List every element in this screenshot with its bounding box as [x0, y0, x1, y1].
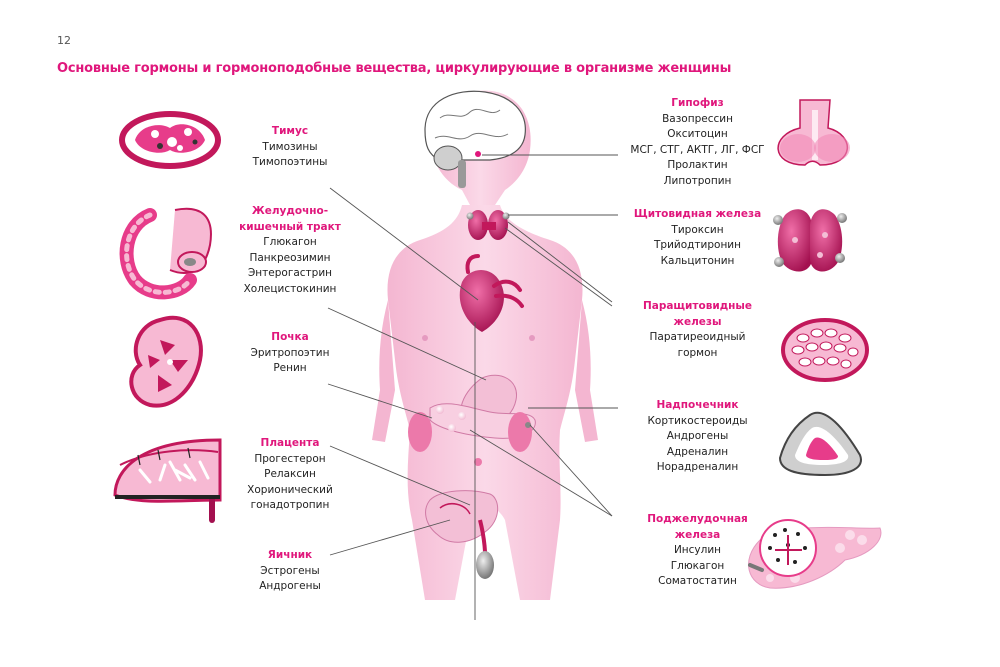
hormone-item: Прогестерон — [254, 452, 326, 465]
hormone-item: Релаксин — [264, 468, 316, 480]
hormone-item: Глюкагон — [263, 236, 317, 248]
gi-tract-title-line1: Желудочно- — [251, 205, 329, 217]
label-gi-tract: Желудочно- кишечный тракт Глюкагон Панкр… — [225, 204, 355, 297]
page-number: 12 — [57, 34, 71, 47]
label-adrenal: Надпочечник Кортикостероиды Андрогены Ад… — [615, 398, 780, 476]
hormone-item: Окситоцин — [667, 128, 728, 140]
label-pituitary: Гипофиз Вазопрессин Окситоцин МСГ, СТГ, … — [615, 96, 780, 189]
ovary-title: Яичник — [267, 549, 313, 561]
pituitary-title: Гипофиз — [671, 97, 724, 109]
hormone-item: Соматостатин — [658, 575, 737, 587]
hormone-item: Кортикостероиды — [647, 414, 748, 427]
hormone-item: Андрогены — [259, 580, 321, 592]
hormone-item: Эстрогены — [260, 564, 320, 577]
hormone-item: Пролактин — [667, 159, 728, 171]
adrenal-title: Надпочечник — [656, 399, 739, 411]
hormone-item: Глюкагон — [670, 559, 725, 572]
body-thyroid — [466, 210, 510, 240]
label-placenta: Плацента Прогестерон Релаксин Хорионичес… — [225, 436, 355, 514]
placenta-title: Плацента — [260, 437, 320, 449]
thyroid-icon — [773, 209, 847, 272]
hormone-item: Трийодтиронин — [654, 239, 741, 251]
label-parathyroid: Паращитовидные железы Паратиреоидный гор… — [615, 299, 780, 361]
label-thymus: Тимус Тимозины Тимопоэтины — [225, 124, 355, 171]
thymus-icon — [119, 111, 221, 169]
hormone-item: Кальцитонин — [660, 254, 735, 267]
hormone-item: Андрогены — [666, 430, 729, 442]
hormone-item: Энтерогастрин — [247, 267, 333, 279]
hormone-item: Панкреозимин — [249, 251, 331, 264]
kidney-title: Почка — [271, 331, 309, 343]
page-title: Основные гормоны и гормоноподобные вещес… — [57, 61, 732, 76]
placenta-icon — [113, 438, 222, 523]
body-heart — [459, 254, 524, 332]
pancreas-title-line1: Поджелудочная — [647, 513, 748, 525]
hormone-item: МСГ, СТГ, АКТГ, ЛГ, ФСГ — [630, 143, 765, 156]
brain — [424, 90, 526, 188]
hormone-item: гонадотропин — [250, 499, 330, 511]
hormone-item: Норадреналин — [656, 461, 739, 473]
pituitary-icon — [777, 99, 850, 166]
hormone-item: Хорионический — [247, 483, 333, 496]
hormone-item: Липотропин — [663, 174, 732, 187]
hormone-item: Тимопоэтины — [252, 156, 328, 168]
gi-tract-title-line2: кишечный тракт — [239, 220, 341, 233]
kidney-icon — [129, 315, 203, 408]
parathyroid-title-line2: железы — [673, 315, 722, 328]
connector-lines — [327, 154, 618, 620]
thyroid-title: Щитовидная железа — [633, 208, 762, 220]
gi-tract-icon — [119, 207, 212, 300]
adrenal-icon — [778, 411, 862, 477]
pancreas-icon — [748, 519, 882, 589]
parathyroid-title-line1: Паращитовидные — [642, 300, 753, 312]
hormone-item: Тимозины — [262, 140, 318, 153]
label-kidney: Почка Эритропоэтин Ренин — [225, 330, 355, 377]
hormone-item: Инсулин — [673, 544, 722, 556]
hormone-item: Паратиреоидный — [649, 331, 746, 343]
hormone-item: гормон — [677, 346, 718, 359]
pancreas-title-line2: железа — [674, 528, 721, 541]
hormone-item: Вазопрессин — [662, 112, 733, 125]
label-thyroid: Щитовидная железа Тироксин Трийодтиронин… — [615, 207, 780, 269]
thymus-title: Тимус — [271, 125, 309, 137]
hormone-item: Тироксин — [671, 223, 724, 236]
hormone-item: Холецистокинин — [243, 282, 337, 295]
body-pelvis — [425, 490, 499, 579]
hormone-item: Ренин — [273, 362, 307, 374]
label-pancreas: Поджелудочная железа Инсулин Глюкагон Со… — [615, 512, 780, 590]
hormone-item: Адреналин — [666, 445, 729, 458]
hormone-item: Эритропоэтин — [250, 346, 330, 359]
parathyroid-icon — [781, 318, 869, 382]
label-ovary: Яичник Эстрогены Андрогены — [225, 548, 355, 595]
